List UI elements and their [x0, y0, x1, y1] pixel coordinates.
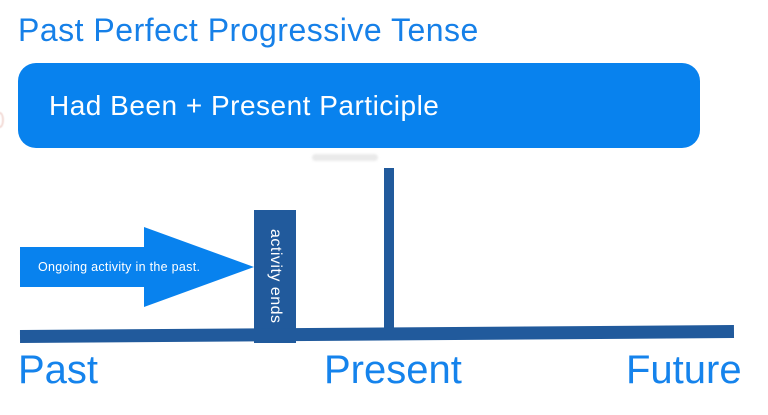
activity-ends-bar: activity ends: [254, 210, 296, 343]
axis-label-future: Future: [626, 348, 742, 392]
arrow-body: [20, 247, 145, 287]
activity-ends-label: activity ends: [267, 229, 284, 324]
scan-artifact-smudge: [312, 154, 378, 161]
axis-label-present: Present: [324, 348, 462, 392]
present-tick-line: [384, 168, 394, 331]
arrow-label: Ongoing activity in the past.: [38, 260, 201, 274]
timeline-axis: [19, 325, 735, 343]
scan-artifact-edge-mark: [0, 112, 4, 128]
arrow-head-icon: [144, 227, 254, 307]
page-title: Past Perfect Progressive Tense: [18, 12, 479, 48]
formula-box: Had Been + Present Participle: [18, 63, 700, 148]
formula-box-label: Had Been + Present Participle: [49, 89, 440, 121]
axis-label-past: Past: [18, 348, 99, 392]
